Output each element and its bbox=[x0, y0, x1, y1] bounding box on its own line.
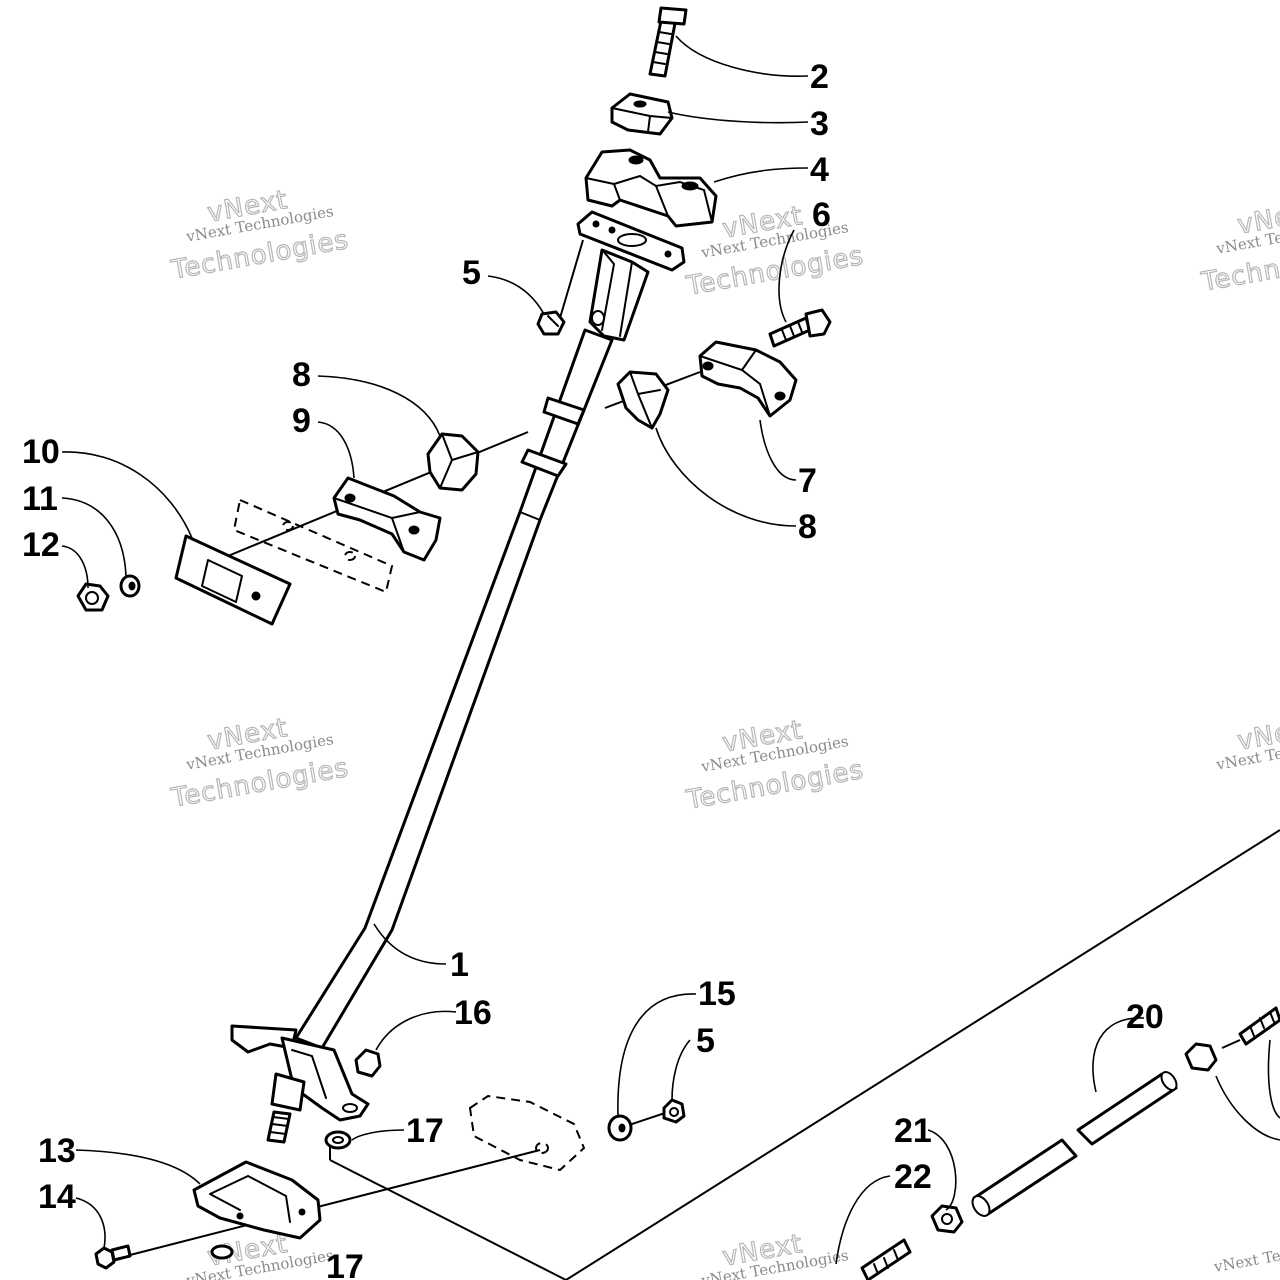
watermark-top-right: vNext vNext Technologies Technologies bbox=[1198, 196, 1280, 298]
callout-12: 12 bbox=[22, 526, 60, 564]
callout-14: 14 bbox=[38, 1178, 76, 1216]
part-4-handlebar-block bbox=[584, 148, 718, 228]
part-2-bolt bbox=[648, 6, 688, 78]
part-21-sleeve bbox=[971, 1138, 1078, 1217]
part-1-lower-bracket bbox=[230, 1024, 370, 1144]
part-22-nut bbox=[930, 1204, 964, 1234]
part-7-clamp-block bbox=[698, 340, 798, 418]
callout-13: 13 bbox=[38, 1132, 76, 1170]
callout-6: 6 bbox=[812, 196, 831, 234]
callout-7: 7 bbox=[798, 462, 817, 500]
part-6-bolt bbox=[768, 308, 832, 348]
callout-8-left: 8 bbox=[292, 356, 311, 394]
callout-1: 1 bbox=[450, 946, 469, 984]
callout-5-upper: 5 bbox=[462, 254, 481, 292]
callout-5-lower: 5 bbox=[696, 1022, 715, 1060]
callout-3: 3 bbox=[810, 105, 829, 143]
watermark-middle-left: vNext vNext Technologies Technologies bbox=[168, 712, 352, 814]
watermark-middle-center: vNext vNext Technologies Technologies bbox=[683, 714, 867, 816]
callout-2: 2 bbox=[810, 58, 829, 96]
callout-labels: 2 3 4 6 5 8 9 10 11 12 7 8 1 15 16 5 20 … bbox=[22, 58, 1164, 1280]
part-13-lower-bracket bbox=[192, 1160, 322, 1240]
svg-text:vNext Technologies: vNext Technologies bbox=[1212, 1232, 1280, 1276]
watermark-bottom-center: vNext vNext Technologies bbox=[699, 1228, 850, 1280]
callout-4: 4 bbox=[810, 151, 829, 189]
callout-8-right: 8 bbox=[798, 508, 817, 546]
callout-22: 22 bbox=[894, 1158, 932, 1196]
part-3-upper-cap bbox=[610, 92, 674, 136]
part-1-mounting-plate bbox=[576, 210, 686, 342]
leader-lines bbox=[61, 35, 1280, 1265]
callout-9: 9 bbox=[292, 402, 311, 440]
part-15-washer bbox=[607, 1114, 633, 1142]
watermark-bottom-left: vNext vNext Technologies bbox=[184, 1228, 335, 1280]
callout-20: 20 bbox=[1126, 998, 1164, 1036]
part-11-washer bbox=[119, 574, 141, 598]
part-8-bushing-right bbox=[616, 370, 670, 430]
dashed-plate-center bbox=[468, 1094, 586, 1172]
part-17-washer-bottom bbox=[210, 1244, 234, 1260]
part-10-mounting-plate bbox=[174, 534, 292, 626]
part-16-nut bbox=[354, 1048, 382, 1078]
callout-10: 10 bbox=[22, 433, 60, 471]
right-edge-bolt bbox=[1238, 1006, 1280, 1046]
callout-16: 16 bbox=[454, 994, 492, 1032]
callout-17: 17 bbox=[406, 1112, 444, 1150]
watermark-top-left: vNext vNext Technologies Technologies bbox=[168, 184, 352, 286]
part-20-tube bbox=[1076, 1071, 1178, 1146]
watermark-middle-right: vNext vNext Technologies bbox=[1214, 712, 1280, 774]
callout-15: 15 bbox=[698, 975, 736, 1013]
part-5-nut-lower bbox=[662, 1098, 686, 1124]
part-5-nut-upper bbox=[536, 310, 566, 336]
part-17-washer bbox=[324, 1130, 352, 1150]
part-14-bolt bbox=[94, 1244, 132, 1270]
callout-21: 21 bbox=[894, 1112, 932, 1150]
callout-11: 11 bbox=[22, 480, 58, 518]
part-8-bushing-left bbox=[426, 432, 480, 492]
part-9-clamp-block bbox=[332, 476, 442, 562]
callout-17-bottom: 17 bbox=[326, 1248, 364, 1280]
watermark-bottom-right: vNext Technologies bbox=[1212, 1232, 1280, 1276]
right-edge-nut bbox=[1184, 1042, 1218, 1072]
dashed-backing-plate-left bbox=[232, 498, 394, 594]
assembly-lines bbox=[129, 239, 1280, 1280]
part-12-nut bbox=[76, 582, 110, 612]
part-22-bolt bbox=[860, 1238, 912, 1280]
